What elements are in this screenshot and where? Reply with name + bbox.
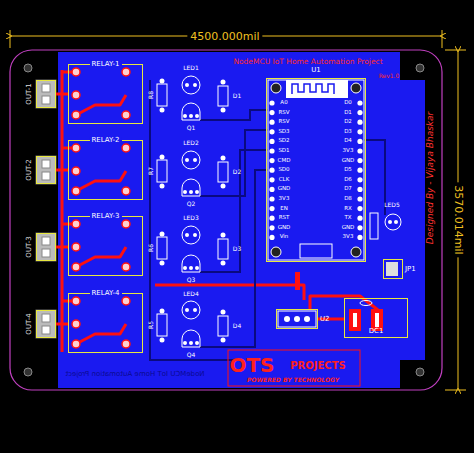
dimension-text: 3570.014mil	[453, 182, 464, 257]
pin-name: RST	[279, 215, 290, 221]
part-label: LED5	[384, 202, 400, 208]
part-label: OUT-4	[26, 313, 33, 334]
pin-name: D6	[344, 177, 352, 183]
pin-name: D3	[344, 129, 352, 135]
copper-trace	[56, 169, 68, 172]
pin-name: RSV	[278, 110, 289, 116]
part-label: Q1	[187, 125, 196, 131]
pin-name: RX	[344, 206, 352, 212]
pin-name: RSV	[278, 119, 289, 125]
part-label: DC1	[369, 328, 384, 335]
part-label: R7	[148, 167, 154, 175]
pin-name: D2	[344, 119, 352, 125]
part-label: RELAY-3	[89, 213, 121, 220]
part-label: RELAY-4	[89, 290, 121, 297]
relay-box: RELAY-3	[68, 216, 143, 276]
pin-name: SD1	[278, 148, 289, 154]
part-label: Q2	[187, 201, 196, 207]
pin-name: TX	[344, 215, 351, 221]
part-label: NodeMCU IoT Home Automation Project	[233, 58, 382, 66]
pin-name: GND	[278, 187, 291, 193]
pin-name: D0	[344, 100, 352, 106]
component-box: U2	[276, 309, 318, 329]
part-label: U2	[320, 316, 330, 323]
part-label: R8	[148, 91, 154, 99]
pin-name: 3V3	[343, 235, 354, 241]
relay-box: RELAY-4	[68, 293, 143, 353]
pin-name: A0	[280, 100, 287, 106]
component-box: JP1	[383, 259, 403, 279]
pin-name: SD0	[278, 167, 289, 173]
pin-name: GND	[342, 158, 355, 164]
silkscreen-text: OTS	[229, 355, 274, 375]
pin-name: CLK	[279, 177, 290, 183]
silkscreen-text: POWERED BY TECHNOLOGY	[247, 377, 339, 383]
pin-name: Vin	[280, 235, 289, 241]
part-label: Rev1.0	[379, 73, 400, 79]
terminal-block: OUT-3	[36, 233, 56, 261]
pin-name: CMD	[278, 158, 291, 164]
silkscreen-text: Designed By - Vijaya Bhaskar	[426, 112, 435, 245]
pin-name: 3V3	[343, 148, 354, 154]
component-box: DC1	[344, 298, 408, 338]
pin-name: D1	[344, 110, 352, 116]
pin-name: GND	[278, 225, 291, 231]
part-label: D4	[233, 323, 241, 329]
terminal-block: OUT-2	[36, 156, 56, 184]
pin-name: EN	[280, 206, 288, 212]
part-label: OUT-2	[26, 159, 33, 180]
part-label: LED2	[183, 140, 199, 146]
part-label: R6	[148, 244, 154, 252]
part-label: JP1	[405, 266, 416, 273]
part-label: U1	[311, 67, 321, 74]
part-label: D1	[233, 93, 241, 99]
pin-name: D7	[344, 187, 352, 193]
relay-box: RELAY-1	[68, 64, 143, 124]
part-label: Q3	[187, 277, 196, 283]
copper-trace	[56, 93, 68, 96]
part-label: LED1	[183, 65, 199, 71]
part-label: LED4	[183, 291, 199, 297]
terminal-block: OUT-4	[36, 310, 56, 338]
pin-name: SD2	[278, 139, 289, 145]
dimension-text: 4500.000mil	[187, 31, 262, 42]
pin-name: SD3	[278, 129, 289, 135]
part-label: RELAY-1	[89, 61, 121, 68]
part-label: D3	[233, 246, 241, 252]
pin-name: 3V3	[279, 196, 290, 202]
part-label: OUT-3	[26, 236, 33, 257]
silkscreen-text: NodeMCU IoT Home Automation Project	[65, 371, 204, 378]
relay-box: RELAY-2	[68, 140, 143, 200]
pin-name: D8	[344, 196, 352, 202]
pin-name: D4	[344, 139, 352, 145]
part-label: R5	[148, 321, 154, 329]
part-label: OUT-1	[26, 83, 33, 104]
part-label: LED3	[183, 215, 199, 221]
part-label: D2	[233, 169, 241, 175]
copper-trace	[56, 246, 68, 249]
silkscreen-text: PROJECTS	[290, 361, 345, 371]
part-label: Q4	[187, 352, 196, 358]
pin-name: D5	[344, 167, 352, 173]
pin-name: GND	[342, 225, 355, 231]
part-label: RELAY-2	[89, 137, 121, 144]
copper-trace	[56, 323, 68, 326]
terminal-block: OUT-1	[36, 80, 56, 108]
